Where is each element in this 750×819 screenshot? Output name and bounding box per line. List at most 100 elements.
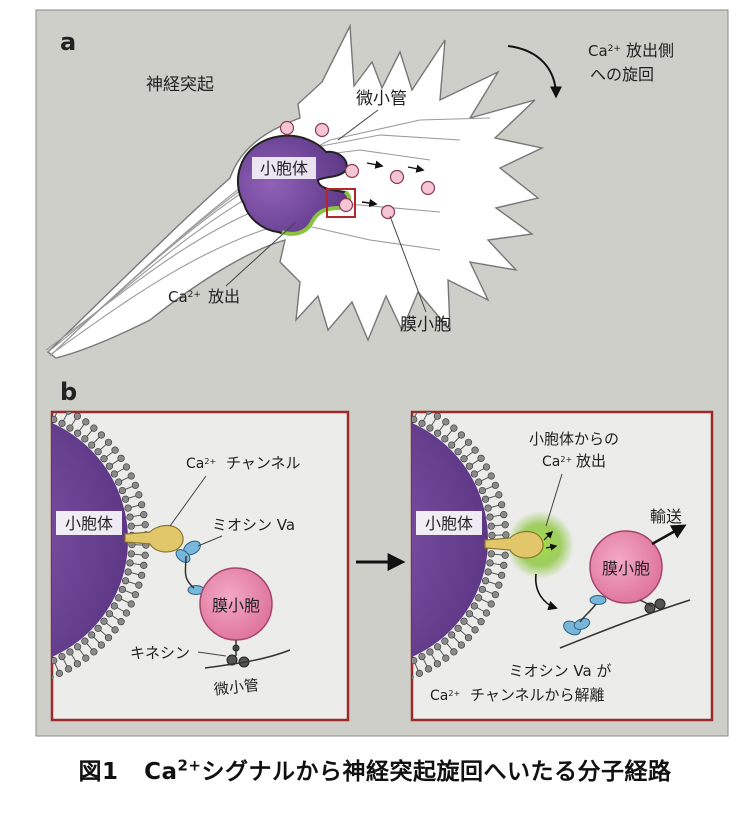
lipid-head — [448, 441, 456, 449]
zoom-box — [326, 188, 356, 218]
lipid-tail — [481, 598, 489, 604]
lipid-head — [426, 424, 434, 432]
rotation-label: Ca2+ 放出側 への旋回 — [588, 41, 674, 84]
lipid-head — [110, 602, 118, 610]
lipid-head — [15, 667, 22, 674]
lipid-head — [475, 594, 483, 602]
lipid-tail — [422, 413, 428, 422]
lipid-head — [111, 446, 119, 454]
lipid-head — [481, 495, 490, 503]
lipid-head — [81, 637, 89, 645]
lipid-tail — [121, 476, 129, 482]
lipid-head — [478, 585, 486, 594]
lipid-tail — [492, 562, 501, 566]
lipid-head — [6, 668, 13, 675]
lipid-head — [477, 454, 485, 462]
panel-a-letter: a — [60, 28, 76, 56]
lipid-head — [433, 660, 441, 668]
lipid-head — [104, 438, 113, 446]
lipid-head — [487, 550, 495, 558]
lipid-tail — [494, 553, 503, 556]
lipid-head — [501, 521, 509, 529]
lipid-head — [73, 412, 81, 420]
lipid-head — [487, 600, 495, 608]
lipid-tail — [476, 607, 485, 612]
myosin-leader-left — [197, 535, 223, 547]
lipid-tail — [111, 459, 119, 465]
lipid-head — [81, 435, 89, 443]
lipid-head — [498, 571, 506, 579]
lipid-head — [495, 491, 503, 499]
lipid-head — [117, 454, 125, 462]
ion-symbol: Ca2+ — [542, 454, 572, 470]
lipid-head — [460, 455, 468, 463]
microtubule-line-left — [204, 649, 291, 669]
kinesin-stalk-right — [639, 599, 653, 607]
er-label-box-a — [252, 157, 316, 179]
lipid-head — [484, 568, 492, 576]
lipid-tail — [134, 524, 143, 527]
lipid-head — [471, 446, 479, 454]
lipid-head — [465, 462, 474, 470]
lipid-head — [495, 581, 503, 589]
lipid-head — [7, 682, 14, 689]
lipid-tail — [121, 598, 129, 604]
lipid-tail — [494, 524, 503, 527]
lipid-tail — [134, 553, 143, 556]
lipid-tail — [476, 468, 485, 473]
lipid-tail — [78, 648, 85, 656]
neurite-label: 神経突起 — [146, 75, 214, 95]
ion-symbol: Ca2+ — [588, 42, 621, 60]
kinesin-right — [644, 598, 666, 614]
er-membrane-left — [52, 423, 128, 657]
lipid-tail — [492, 514, 501, 518]
lipid-tail — [422, 658, 428, 667]
lipid-head — [138, 501, 146, 509]
lipid-head — [126, 513, 134, 521]
lipid-head — [448, 631, 456, 639]
lipid-head — [115, 478, 123, 486]
release-arrows — [543, 530, 558, 551]
lipid-head — [477, 618, 485, 626]
lipid-tail — [481, 476, 489, 482]
lipid-tail — [431, 654, 437, 662]
lipid-head — [131, 481, 139, 489]
lipid-head — [127, 472, 135, 480]
lipid-head — [115, 594, 123, 602]
microtubule-label-left: 微小管 — [213, 676, 260, 699]
lipid-head — [15, 406, 22, 413]
lipid-tail — [488, 581, 497, 585]
lipid-tail — [130, 572, 139, 576]
lipid-head — [441, 637, 449, 645]
lipid-tail — [484, 485, 493, 490]
lipid-head — [52, 415, 58, 424]
lipid-tail — [62, 658, 68, 667]
lipid-head — [64, 665, 73, 673]
lipid-tail — [466, 451, 473, 458]
caption-figure-no: 図1 — [78, 759, 119, 785]
lipid-head — [418, 419, 426, 428]
lipid-tail — [453, 636, 460, 644]
lipid-tail — [106, 622, 113, 629]
kinesin-label: キネシン — [130, 644, 190, 662]
microtubule-leader-a — [337, 109, 379, 141]
lipid-head — [486, 559, 494, 567]
lipid-tail — [9, 397, 10, 405]
dissociation-line1: ミオシン Va が — [509, 662, 612, 680]
lipid-head — [55, 669, 63, 677]
lipid-head — [426, 648, 434, 656]
lipid-head — [90, 648, 98, 656]
lipid-head — [433, 412, 441, 420]
lipid-head — [66, 424, 74, 432]
lipid-head — [500, 561, 508, 569]
lipid-head — [82, 654, 90, 662]
vesicle-label-left: 膜小胞 — [212, 596, 260, 615]
lipid-tail — [116, 607, 125, 612]
vesicle-dot — [338, 197, 354, 213]
lipid-head — [131, 591, 139, 599]
lipid-tail — [132, 562, 141, 566]
lipid-head — [470, 602, 478, 610]
rotation-line2: への旋回 — [590, 65, 654, 84]
lipid-head — [486, 513, 494, 521]
